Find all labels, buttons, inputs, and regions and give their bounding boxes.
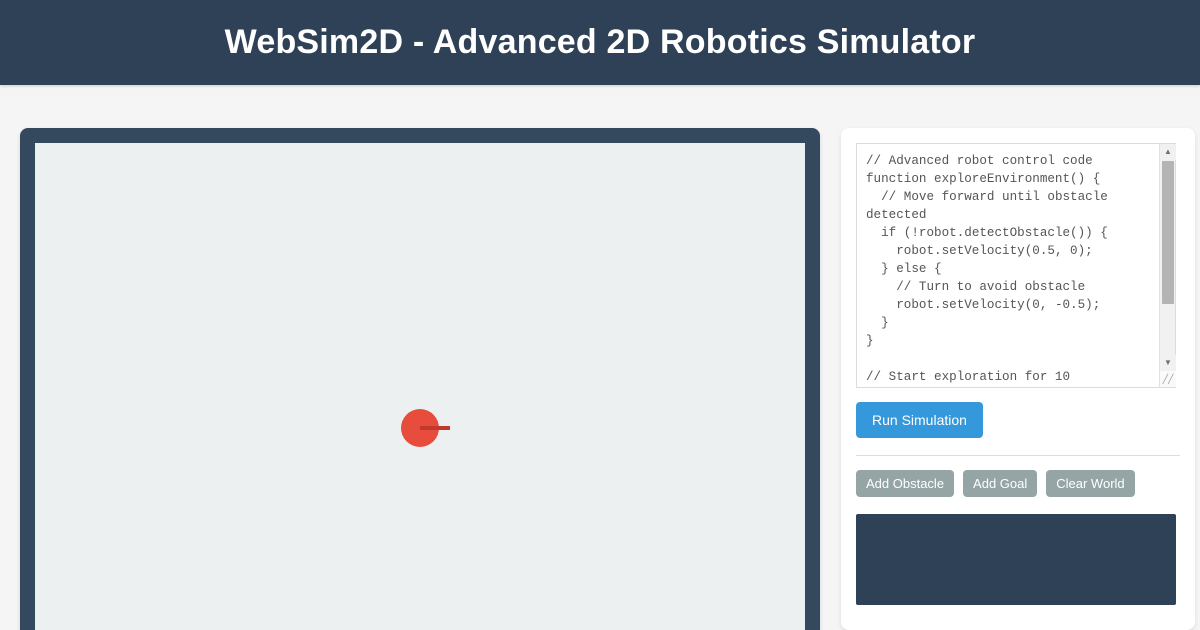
control-divider xyxy=(856,455,1180,456)
console-output xyxy=(856,514,1176,605)
main-layout: ▲ ▼ ╱╱ Run Simulation Add Obstacle Add G… xyxy=(0,85,1200,630)
code-editor-input[interactable] xyxy=(856,143,1176,388)
add-obstacle-button[interactable]: Add Obstacle xyxy=(856,470,955,497)
scroll-up-icon[interactable]: ▲ xyxy=(1160,144,1176,160)
scroll-down-icon[interactable]: ▼ xyxy=(1160,355,1176,371)
code-editor-wrapper: ▲ ▼ ╱╱ xyxy=(856,143,1176,388)
world-tool-buttons: Add Obstacle Add Goal Clear World xyxy=(856,470,1180,497)
page-title: WebSim2D - Advanced 2D Robotics Simulato… xyxy=(224,23,976,61)
app-header: WebSim2D - Advanced 2D Robotics Simulato… xyxy=(0,0,1200,85)
clear-world-button[interactable]: Clear World xyxy=(1046,470,1135,497)
scrollbar-thumb[interactable] xyxy=(1162,161,1174,304)
code-editor-scrollbar[interactable]: ▲ ▼ ╱╱ xyxy=(1159,144,1176,387)
simulation-canvas[interactable] xyxy=(35,143,805,630)
add-goal-button[interactable]: Add Goal xyxy=(963,470,1038,497)
robot-heading-indicator xyxy=(420,426,451,430)
control-panel: ▲ ▼ ╱╱ Run Simulation Add Obstacle Add G… xyxy=(841,128,1195,630)
simulation-panel xyxy=(20,128,820,630)
resize-grip-icon[interactable]: ╱╱ xyxy=(1160,371,1176,387)
run-simulation-button[interactable]: Run Simulation xyxy=(856,402,983,438)
